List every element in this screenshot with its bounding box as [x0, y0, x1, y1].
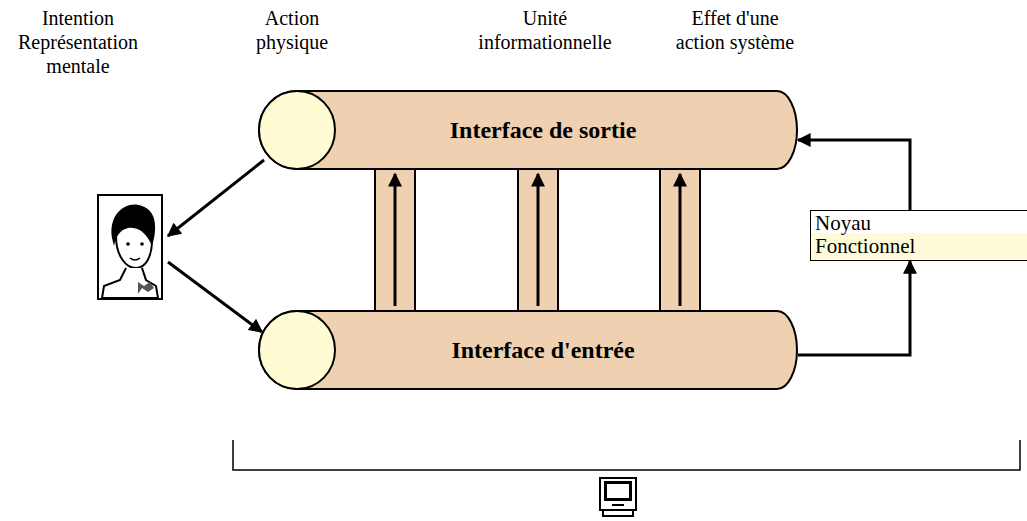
functional-core: Noyau Fonctionnel [810, 210, 1027, 261]
transfer-arrow [537, 174, 540, 306]
system-bracket [233, 440, 1020, 470]
node-label: Interface d'entrée [451, 337, 634, 364]
node-label: Noyau Fonctionnel [815, 212, 935, 258]
input-interface: Interface d'entrée [258, 310, 798, 390]
flow-arrow [798, 140, 910, 210]
column-heading: Action physique [247, 6, 337, 54]
cylinder-end [259, 311, 335, 389]
node-label: Interface de sortie [450, 117, 637, 144]
transfer-arrow [679, 174, 682, 306]
computer-icon [600, 478, 636, 516]
column-heading: Effet d'une action système [665, 6, 805, 54]
cylinder-end [259, 91, 335, 169]
transfer-arrow [394, 174, 397, 306]
column-heading: Intention Représentation mentale [4, 6, 152, 78]
output-interface: Interface de sortie [258, 90, 798, 170]
flow-arrow [798, 261, 910, 355]
cylinder-body [259, 311, 797, 389]
tube [375, 160, 700, 320]
person-icon [98, 195, 162, 299]
perception-arrow [168, 160, 264, 236]
column-heading: Unité informationnelle [465, 6, 625, 54]
action-arrow [168, 262, 262, 332]
cylinder-body [259, 91, 797, 169]
